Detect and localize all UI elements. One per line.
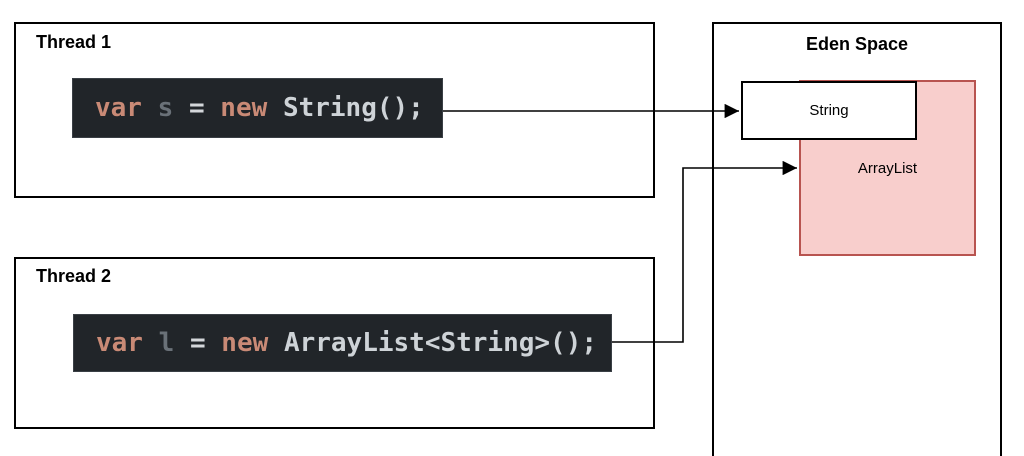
eden-space-title: Eden Space	[805, 34, 909, 54]
code-token-expression: ArrayList<String>();	[283, 328, 598, 358]
code-token-keyword-var: var	[95, 93, 142, 123]
code-token-operator: =	[189, 328, 206, 358]
code-token-expression: String();	[282, 93, 424, 123]
code-line: var s = new String();	[95, 93, 424, 123]
code-token-variable: s	[157, 93, 174, 123]
thread1-label: Thread 1	[36, 32, 112, 52]
string-object-label: String	[809, 102, 849, 119]
code-token-variable: l	[158, 328, 175, 358]
code-token-keyword-new: new	[221, 328, 269, 358]
thread2-label: Thread 2	[36, 266, 112, 286]
code-token-keyword-new: new	[220, 93, 268, 123]
string-object-box: String	[741, 81, 917, 140]
code-block-thread2: var l = new ArrayList<String>();	[73, 314, 612, 372]
code-block-thread1: var s = new String();	[72, 78, 443, 138]
arraylist-object-label: ArrayList	[857, 159, 918, 177]
code-token-keyword-var: var	[96, 328, 143, 358]
code-token-operator: =	[188, 93, 205, 123]
code-line: var l = new ArrayList<String>();	[96, 328, 597, 358]
